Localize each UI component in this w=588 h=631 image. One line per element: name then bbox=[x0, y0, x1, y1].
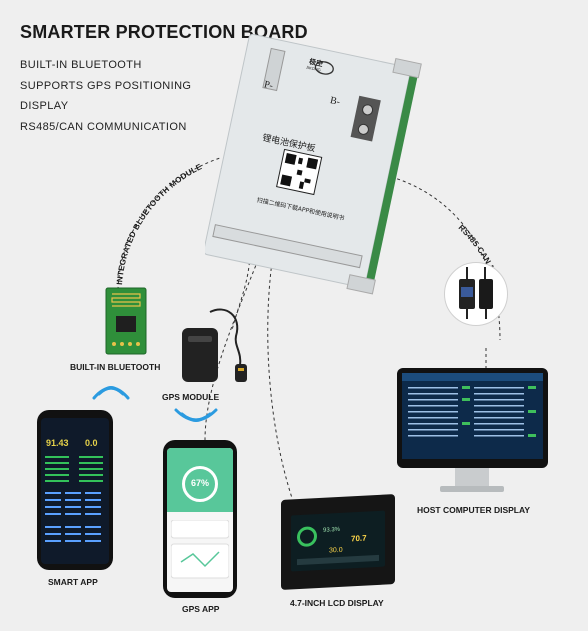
monitor-base bbox=[440, 486, 504, 492]
smart-app-voltage: 91.43 bbox=[46, 438, 69, 448]
feature-rs485: RS485/CAN COMMUNICATION bbox=[20, 121, 187, 133]
caption-gps-app: GPS APP bbox=[182, 604, 220, 614]
feature-display: DISPLAY bbox=[20, 100, 69, 112]
caption-gps-module: GPS MODULE bbox=[162, 392, 220, 402]
smart-app-screen: 91.43 0.0 bbox=[41, 418, 109, 564]
monitor-stand bbox=[455, 468, 489, 488]
feature-bluetooth: BUILT-IN BLUETOOTH bbox=[20, 59, 142, 71]
smart-app-current: 0.0 bbox=[85, 438, 98, 448]
gps-module bbox=[182, 308, 247, 382]
lcd-device: 93.3% 70.7 30.0 bbox=[281, 494, 395, 590]
caption-host: HOST COMPUTER DISPLAY bbox=[417, 505, 531, 515]
lcd-value-b: 30.0 bbox=[329, 546, 343, 555]
lcd-soc: 93.3% bbox=[323, 526, 341, 534]
feature-gps: SUPPORTS GPS POSITIONING bbox=[20, 80, 192, 92]
gps-app-screen: 67% bbox=[167, 448, 233, 592]
host-monitor bbox=[397, 368, 548, 468]
page-title: SMARTER PROTECTION BOARD bbox=[20, 22, 308, 42]
gps-app-percent: 67% bbox=[190, 478, 209, 488]
battery-ring bbox=[182, 466, 218, 502]
smart-app-phone: 91.43 0.0 bbox=[37, 410, 113, 570]
gps-app-phone: 67% bbox=[163, 440, 237, 598]
lcd-value-a: 70.7 bbox=[351, 533, 367, 544]
wifi-icon bbox=[92, 386, 130, 400]
lcd-screen: 93.3% 70.7 30.0 bbox=[291, 510, 385, 572]
caption-lcd: 4.7-INCH LCD DISPLAY bbox=[290, 598, 384, 608]
caption-smart-app: SMART APP bbox=[48, 577, 98, 587]
host-screen bbox=[402, 373, 543, 459]
lcd-soc-ring bbox=[297, 526, 317, 548]
wifi-icon bbox=[174, 408, 218, 422]
caption-bluetooth: BUILT-IN BLUETOOTH bbox=[70, 362, 161, 372]
rs485-module-badge bbox=[444, 262, 508, 326]
protection-board bbox=[205, 33, 422, 295]
bluetooth-module-label: INTEGRATED BLUETOOTH MODULE bbox=[115, 162, 204, 285]
bluetooth-pcb bbox=[105, 287, 147, 355]
